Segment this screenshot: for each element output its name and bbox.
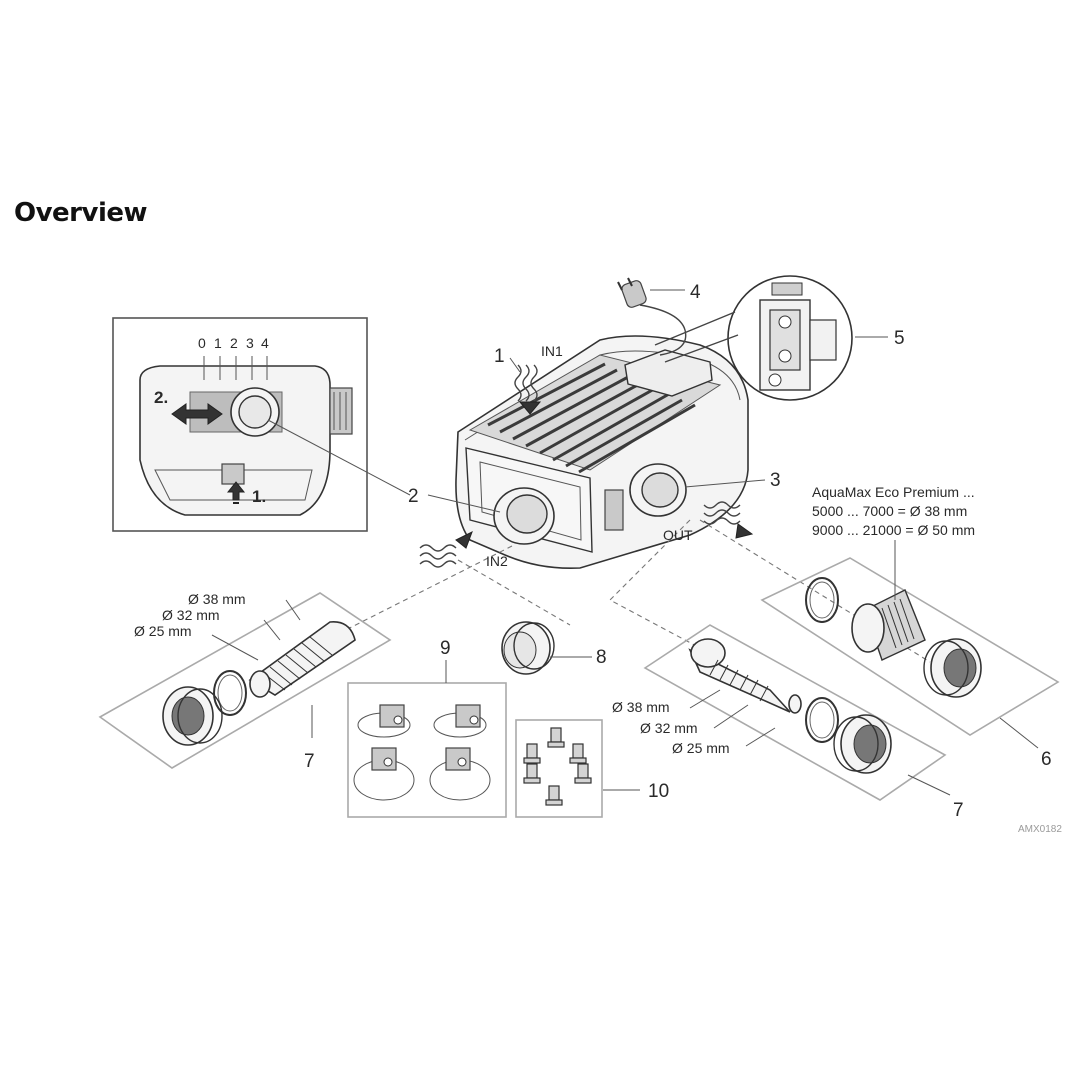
hose-tail-kit-right xyxy=(643,624,947,801)
adapter-kit-50mm xyxy=(760,557,1060,736)
scale-label-1: 1 xyxy=(214,335,222,351)
model-note-line3: 9000 ... 21000 = Ø 50 mm xyxy=(812,522,975,538)
callout-8: 8 xyxy=(596,647,607,668)
left-size-25: Ø 25 mm xyxy=(134,623,192,639)
connector-detail-circle xyxy=(727,275,853,401)
callout-5: 5 xyxy=(894,328,905,349)
step-1-label: 1. xyxy=(252,487,266,506)
step-2-label: 2. xyxy=(154,388,168,407)
union-nut xyxy=(501,621,555,675)
scale-label-4: 4 xyxy=(261,335,269,351)
inset-flow-regulator xyxy=(112,317,368,532)
scale-label-0: 0 xyxy=(198,335,206,351)
ground-spikes-kit xyxy=(515,719,603,818)
power-plug xyxy=(617,277,687,356)
callout-7-right: 7 xyxy=(953,800,964,821)
out-label: OUT xyxy=(663,527,693,543)
scale-label-3: 3 xyxy=(246,335,254,351)
callout-4: 4 xyxy=(690,282,701,303)
callout-1: 1 xyxy=(494,346,505,367)
callout-3: 3 xyxy=(770,470,781,491)
callout-10: 10 xyxy=(648,781,669,802)
figure-code: AMX0182 xyxy=(1018,824,1062,835)
scale-label-2: 2 xyxy=(230,335,238,351)
callout-9: 9 xyxy=(440,638,451,659)
pump-body xyxy=(455,335,749,570)
model-note-line1: AquaMax Eco Premium ... xyxy=(812,484,975,500)
model-note-line2: 5000 ... 7000 = Ø 38 mm xyxy=(812,503,967,519)
flow-arrows xyxy=(419,364,754,568)
hose-tail-kit-left xyxy=(98,592,392,769)
left-size-38: Ø 38 mm xyxy=(188,591,246,607)
hose-clamps-kit xyxy=(347,682,507,818)
left-size-32: Ø 32 mm xyxy=(162,607,220,623)
callout-6: 6 xyxy=(1041,749,1052,770)
callout-7-left: 7 xyxy=(304,751,315,772)
in2-label: IN2 xyxy=(486,553,508,569)
in1-label: IN1 xyxy=(541,343,563,359)
right-size-32: Ø 32 mm xyxy=(640,720,698,736)
callout-2: 2 xyxy=(408,486,419,507)
right-size-38: Ø 38 mm xyxy=(612,699,670,715)
right-size-25: Ø 25 mm xyxy=(672,740,730,756)
page-title: Overview xyxy=(14,198,148,228)
